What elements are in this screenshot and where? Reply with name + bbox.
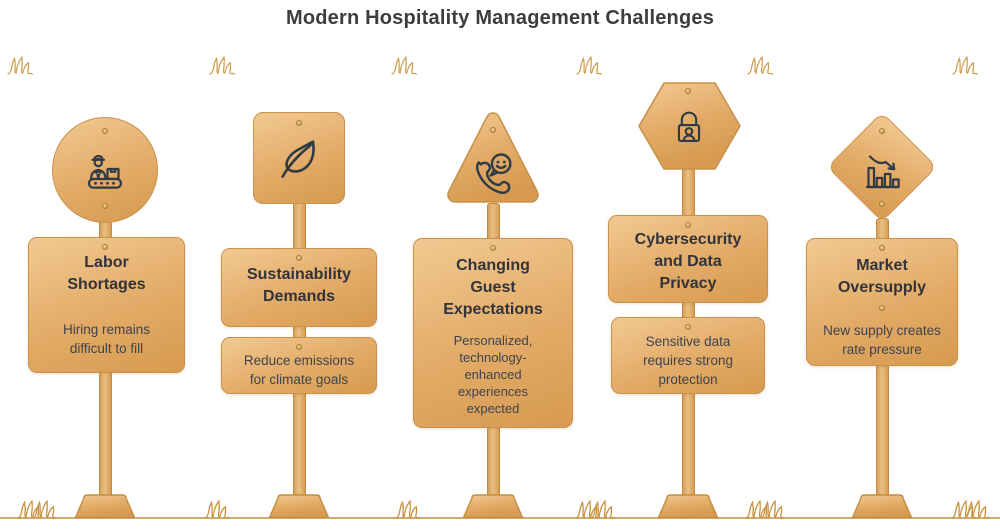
rivet — [685, 324, 691, 330]
rivet — [879, 128, 885, 134]
rivet — [490, 127, 496, 133]
sign-post — [875, 364, 889, 518]
rivet — [685, 88, 691, 94]
leaf-icon — [271, 130, 327, 186]
square-shape — [253, 112, 345, 204]
sign-board: Labor Shortages Hiring remains difficult… — [28, 237, 185, 373]
top-grass-decoration — [7, 56, 979, 75]
rivet — [296, 255, 302, 261]
sign-body: Sensitive data requires strong protectio… — [642, 334, 734, 387]
ground-decoration — [0, 494, 1000, 519]
rivet — [102, 244, 108, 250]
sign-board: Market Oversupply New supply creates rat… — [806, 238, 958, 366]
declining-bar-chart-icon — [858, 146, 906, 194]
rivet — [685, 222, 691, 228]
rivet — [490, 245, 496, 251]
sign-post — [98, 371, 112, 518]
sign-board: Sustainability Demands — [221, 248, 377, 327]
rivet — [296, 120, 302, 126]
lock-user-icon — [666, 104, 712, 150]
rivet — [102, 203, 108, 209]
sign-board: Cybersecurity and Data Privacy — [608, 215, 768, 303]
sign-body: Personalized, technology- enhanced exper… — [453, 333, 533, 416]
rivet — [102, 128, 108, 134]
sign-title: Sustainability Demands — [246, 266, 352, 305]
sign-post — [292, 200, 306, 252]
worker-conveyor-icon — [81, 144, 129, 192]
sign-post — [682, 392, 695, 518]
sign-post — [292, 390, 306, 518]
rivet — [879, 305, 885, 311]
page-title: Modern Hospitality Management Challenges — [285, 7, 715, 29]
sign-body: New supply creates rate pressure — [823, 323, 941, 357]
sign-post — [486, 426, 500, 518]
sign-title: Cybersecurity and Data Privacy — [634, 231, 742, 292]
rivet — [296, 344, 302, 350]
sign-board: Changing Guest Expectations Personalized… — [413, 238, 573, 428]
sign-title: Changing Guest Expectations — [443, 257, 543, 318]
sign-title: Market Oversupply — [837, 257, 927, 296]
phone-chat-smiley-icon — [467, 148, 519, 200]
rivet — [879, 245, 885, 251]
sign-board: Sensitive data requires strong protectio… — [611, 317, 765, 394]
rivet — [879, 201, 885, 207]
sign-body: Reduce emissions for climate goals — [243, 353, 355, 387]
sign-title: Labor Shortages — [67, 254, 146, 293]
sign-body: Hiring remains difficult to fill — [62, 322, 151, 356]
